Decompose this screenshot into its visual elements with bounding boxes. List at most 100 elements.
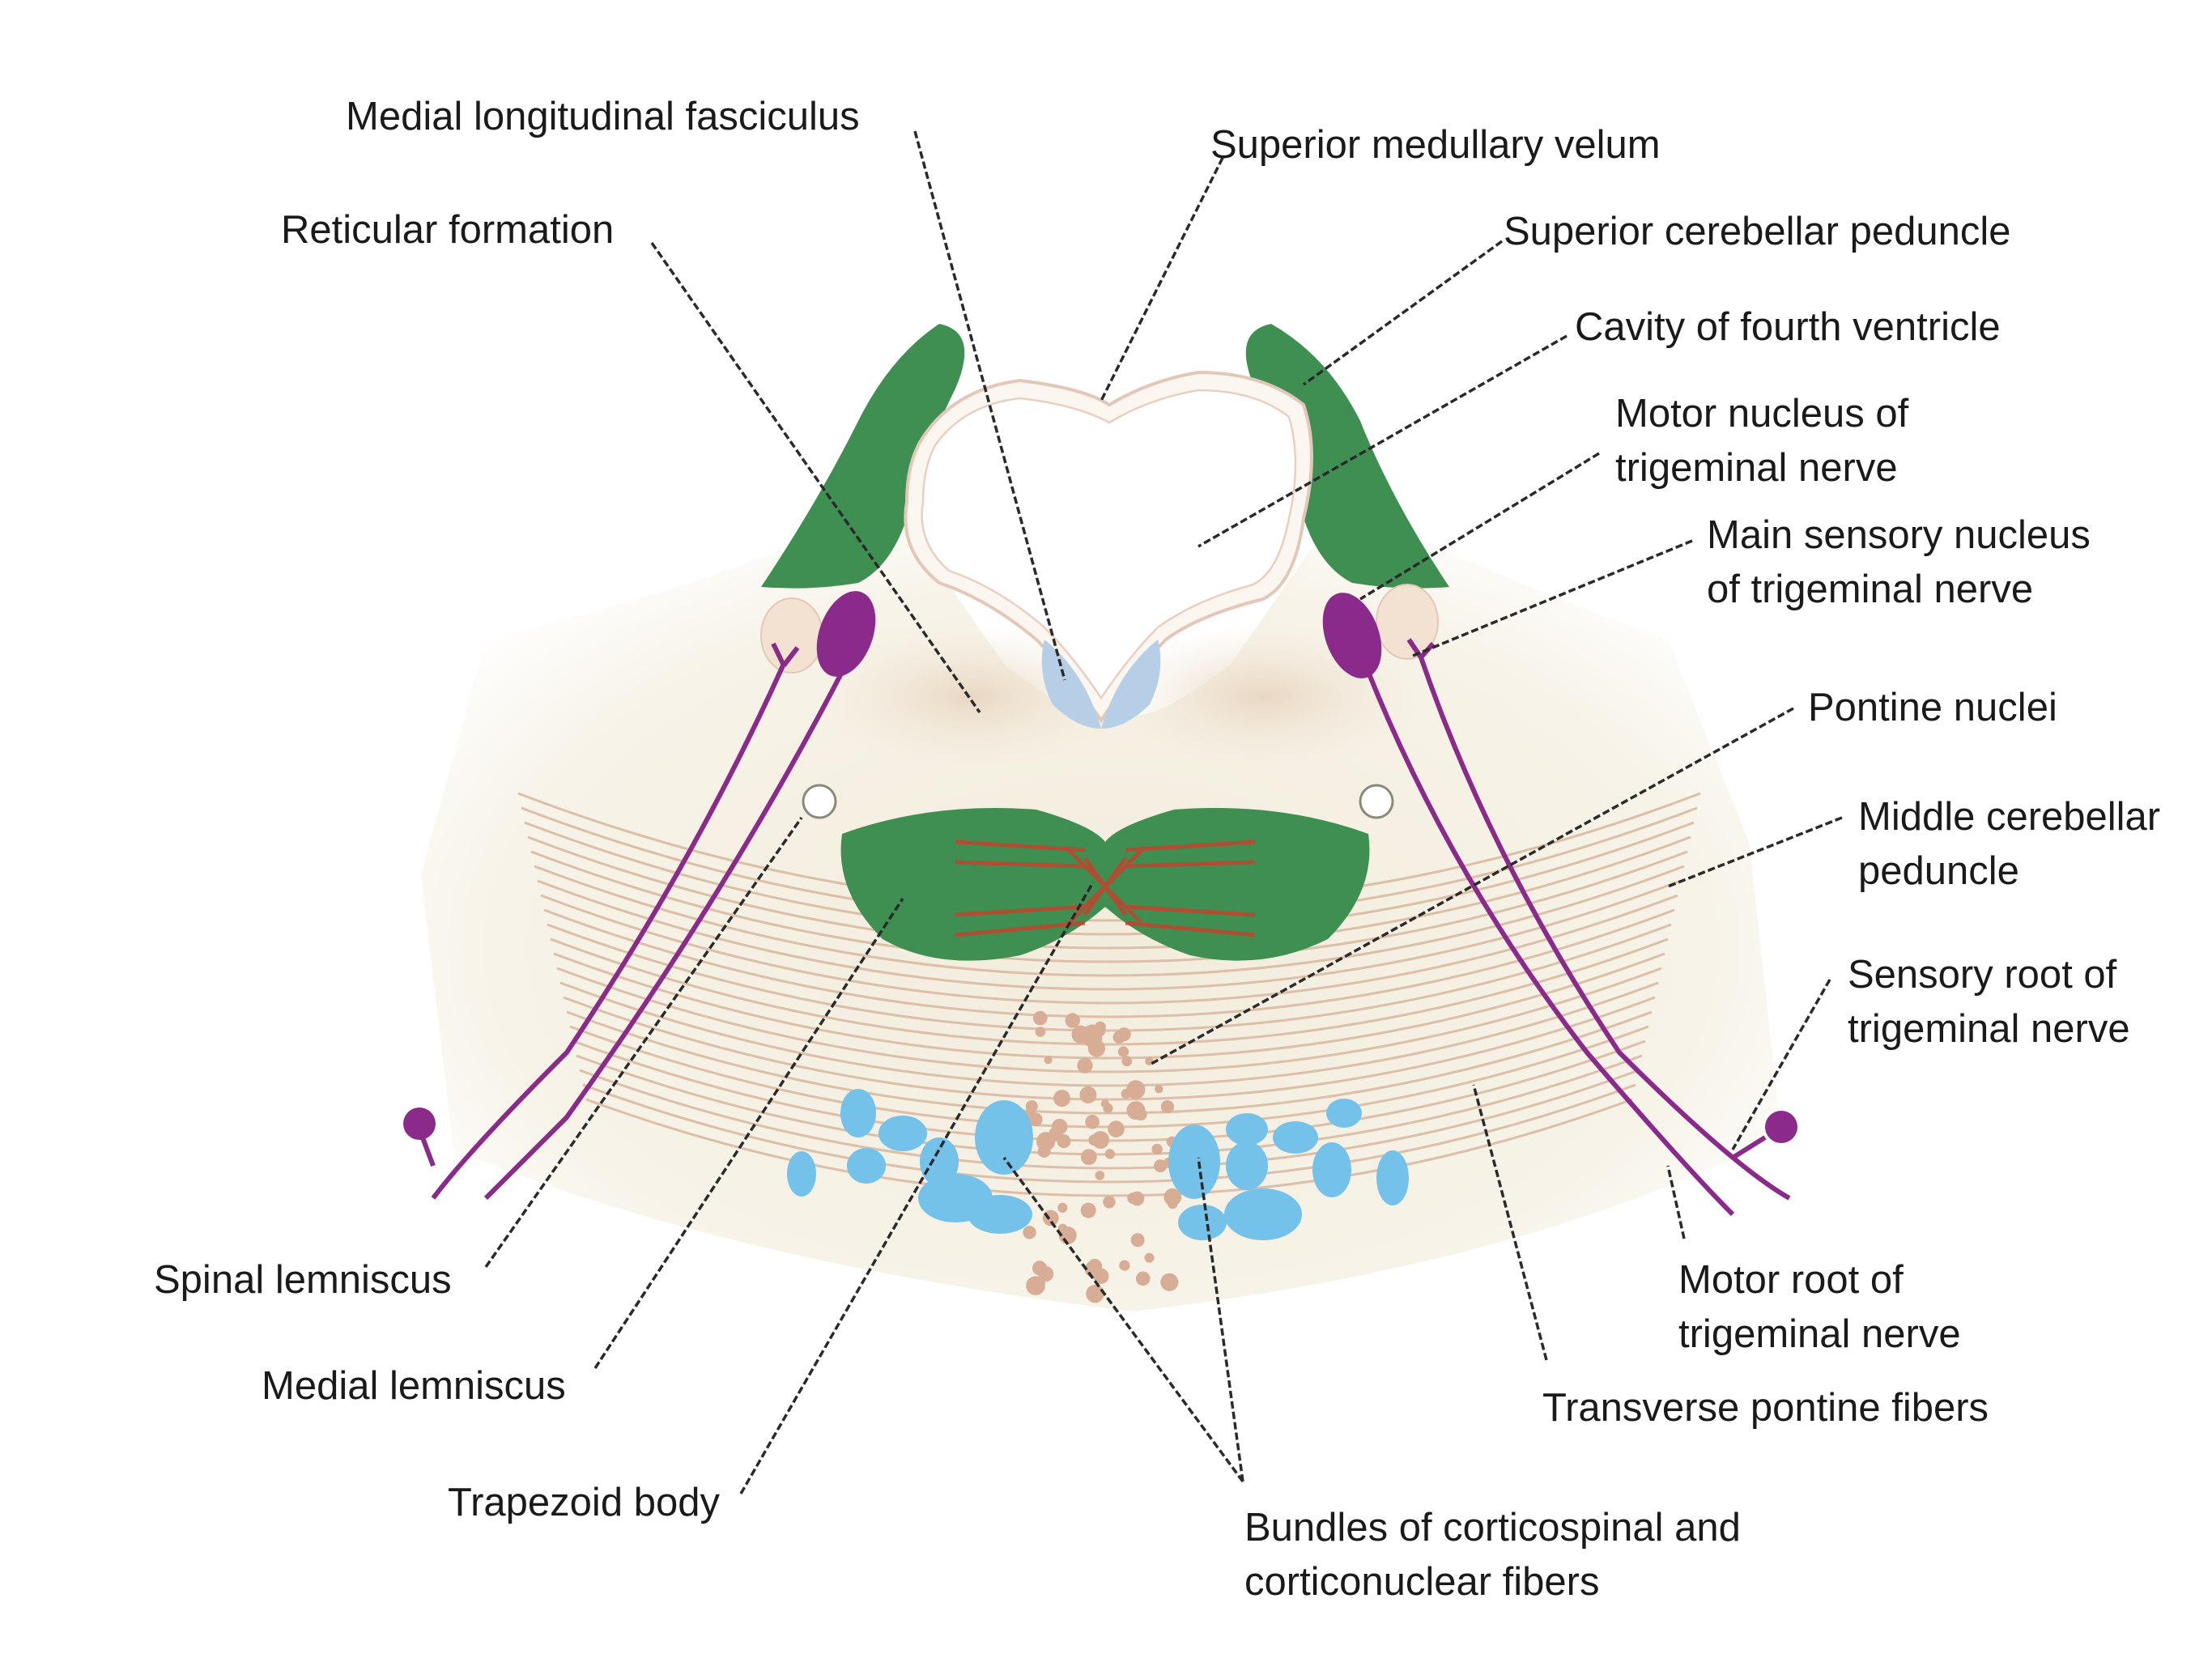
corticospinal-bundle: [1178, 1205, 1227, 1240]
pontine-nucleus-speck: [1126, 1101, 1146, 1120]
pontine-nucleus-speck: [1053, 1090, 1070, 1107]
label-bundles-line2: corticonuclear fibers: [1244, 1560, 1599, 1604]
pontine-nucleus-speck: [1080, 1202, 1096, 1218]
transverse-fiber: [527, 835, 1691, 950]
label-middle-cerebellar-line1: Middle cerebellar: [1858, 795, 2160, 839]
pontine-nucleus-speck: [1121, 1056, 1133, 1067]
pontine-nucleus-speck: [1168, 1199, 1178, 1209]
corticospinal-bundle: [1226, 1113, 1268, 1146]
superior-cerebellar-peduncle-left: [761, 324, 965, 589]
pontine-nucleus-speck: [1095, 1171, 1105, 1180]
label-motor-nucleus-line2: trigeminal nerve: [1615, 446, 1898, 490]
transverse-fiber: [537, 879, 1682, 991]
corticospinal-bundle: [1312, 1142, 1351, 1197]
label-motor-root-line1: Motor root of: [1678, 1258, 1904, 1302]
mlf-right: [1101, 640, 1161, 729]
pontine-nucleus-speck: [1144, 1252, 1155, 1263]
pontine-nucleus-speck: [1051, 1118, 1068, 1135]
label-main-sensory-line1: Main sensory nucleus: [1707, 513, 2091, 557]
label-pontine-nuclei: Pontine nuclei: [1808, 686, 2057, 729]
pontine-nucleus-speck: [1117, 1046, 1129, 1057]
transverse-fiber: [566, 1010, 1653, 1115]
label-superior-cerebellar-peduncle: Superior cerebellar peduncle: [1504, 210, 2011, 253]
pontine-nucleus-speck: [1085, 1115, 1100, 1129]
label-trapezoid-body: Trapezoid body: [448, 1481, 720, 1524]
pontine-nucleus-speck: [1155, 1085, 1163, 1094]
mlf-left: [1041, 640, 1101, 729]
transverse-fiber: [534, 865, 1685, 977]
leader-lines: [484, 130, 1843, 1494]
pontine-nucleus-speck: [1135, 1271, 1151, 1286]
pontine-nucleus-speck: [1126, 1080, 1146, 1099]
pontine-nucleus-speck: [1160, 1099, 1174, 1114]
spinal-lemniscus-right: [1359, 784, 1394, 819]
trigeminal-tract-left: [403, 642, 844, 1201]
transverse-fiber: [521, 806, 1698, 922]
transverse-pontine-fibers: [517, 792, 1701, 1197]
pontine-nucleus-speck: [1108, 1120, 1125, 1137]
label-motor-root-line2: trigeminal nerve: [1678, 1312, 1961, 1356]
pontine-nucleus-speck: [1103, 1196, 1116, 1209]
pontine-nucleus-speck: [1083, 1024, 1102, 1044]
pontine-nucleus-speck: [1104, 1149, 1116, 1159]
pontine-nucleus-speck: [1088, 1134, 1100, 1146]
main-sensory-nucleus-left: [760, 597, 823, 674]
label-cavity-fourth-ventricle: Cavity of fourth ventricle: [1575, 305, 2001, 349]
corticospinal-bundle: [878, 1116, 927, 1151]
label-motor-nucleus-line1: Motor nucleus of: [1615, 392, 1909, 436]
corticospinal-bundles: [787, 1089, 1409, 1240]
corticospinal-bundle: [1326, 1099, 1362, 1128]
pontine-nucleus-speck: [1025, 1100, 1038, 1112]
corticospinal-bundle: [1168, 1124, 1220, 1199]
pontine-nucleus-speck: [1079, 1086, 1097, 1103]
transverse-fiber: [559, 981, 1659, 1087]
transverse-fiber: [550, 937, 1669, 1046]
superior-cerebellar-peduncle-right: [1245, 324, 1449, 589]
transverse-fiber: [530, 850, 1688, 963]
pontine-nucleus-speck: [1100, 1099, 1110, 1108]
corticospinal-bundle: [1273, 1121, 1318, 1154]
spinal-lemniscus-left: [802, 784, 837, 819]
pontine-nucleus-speck: [1112, 1031, 1126, 1044]
transverse-fiber: [582, 1083, 1636, 1184]
pontine-nucleus-speck: [1057, 1202, 1068, 1213]
pontine-nucleus-speck: [1044, 1056, 1053, 1065]
pontine-nucleus-speck: [1065, 1013, 1080, 1028]
pontine-nucleus-speck: [1151, 1143, 1163, 1155]
label-spinal-lemniscus: Spinal lemniscus: [154, 1258, 452, 1302]
corticospinal-bundle: [920, 1137, 959, 1186]
label-bundles-line1: Bundles of corticospinal and: [1244, 1506, 1741, 1550]
motor-nucleus-left: [816, 591, 876, 677]
labels: Medial longitudinal fasciculus Superior …: [154, 95, 2160, 1604]
transverse-fiber: [543, 908, 1675, 1018]
transverse-fiber: [585, 1098, 1633, 1197]
motor-nucleus-right: [1322, 593, 1382, 678]
corticospinal-bundle: [975, 1100, 1033, 1175]
pontine-nuclei: [1022, 1010, 1181, 1303]
pontine-nucleus-speck: [1029, 1112, 1043, 1127]
transverse-fiber: [556, 967, 1662, 1073]
transverse-fiber: [547, 923, 1672, 1032]
fourth-ventricle-cavity: [921, 389, 1297, 700]
pontine-nucleus-speck: [1037, 1145, 1051, 1158]
corticospinal-bundle: [1226, 1141, 1268, 1190]
transverse-fiber: [553, 952, 1665, 1060]
pontine-nucleus-speck: [1035, 1027, 1046, 1037]
pontine-nucleus-speck: [1023, 1226, 1036, 1239]
pontine-nucleus-speck: [1130, 1233, 1145, 1248]
pontine-nucleus-speck: [1127, 1192, 1138, 1204]
pontine-nucleus-speck: [1042, 1209, 1059, 1226]
pontine-nucleus-speck: [1087, 1039, 1105, 1057]
label-main-sensory-line2: of trigeminal nerve: [1707, 568, 2033, 611]
transverse-fiber: [540, 894, 1678, 1005]
pontine-nucleus-speck: [1038, 1266, 1054, 1282]
label-sensory-root-line1: Sensory root of: [1848, 953, 2117, 997]
corticospinal-bundle: [840, 1089, 876, 1137]
label-medial-lemniscus: Medial lemniscus: [262, 1364, 566, 1408]
label-superior-medullary-velum: Superior medullary velum: [1210, 123, 1661, 167]
trigeminal-tract-right: [1366, 638, 1797, 1217]
corticospinal-bundle: [787, 1151, 816, 1197]
pontine-nucleus-speck: [1119, 1260, 1130, 1271]
pontine-nucleus-speck: [1032, 1010, 1048, 1026]
